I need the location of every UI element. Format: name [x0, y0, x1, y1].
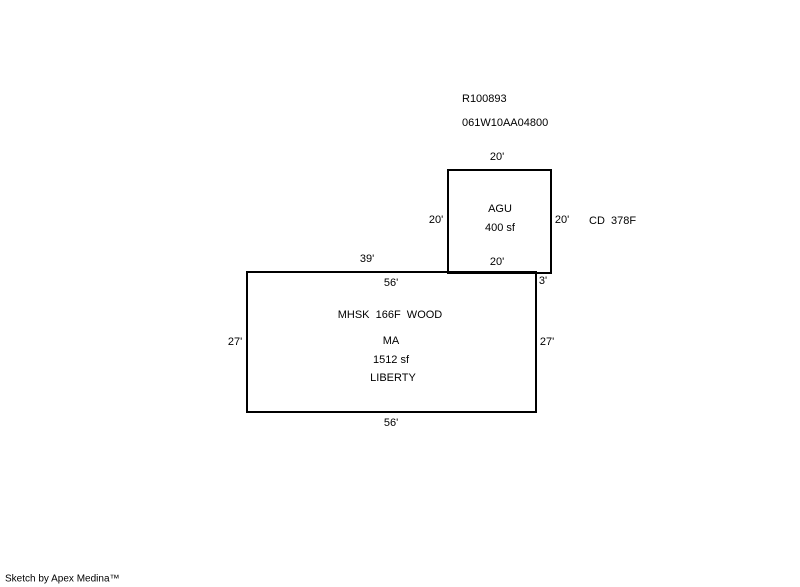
agu-label: AGU: [488, 203, 512, 215]
footer-credit: Sketch by Apex Medina™: [5, 573, 120, 585]
record-id: R100893: [462, 93, 507, 105]
agu-dim-top: 20': [489, 151, 505, 163]
main-line2: MA: [382, 335, 400, 347]
agu-dim-bottom: 20': [489, 256, 505, 268]
main-line3: LIBERTY: [370, 372, 416, 384]
main-dim-right: 27': [539, 336, 555, 348]
main-dim-left: 27': [227, 336, 243, 348]
agu-dim-right: 20': [554, 214, 570, 226]
agu-area-outline: [447, 169, 552, 274]
main-dim-top-left: 39': [359, 253, 375, 265]
main-area: 1512 sf: [372, 354, 410, 366]
parcel-id: 061W10AA04800: [462, 117, 549, 129]
agu-area: 400 sf: [485, 222, 515, 234]
side-note: CD 378F: [589, 215, 637, 227]
main-line1: MHSK 166F WOOD: [337, 309, 443, 321]
main-dim-step: 3': [538, 275, 548, 287]
main-dim-top: 56': [383, 277, 399, 289]
main-dim-bottom: 56': [383, 417, 399, 429]
agu-dim-left: 20': [428, 214, 444, 226]
main-area-outline: [246, 271, 537, 413]
